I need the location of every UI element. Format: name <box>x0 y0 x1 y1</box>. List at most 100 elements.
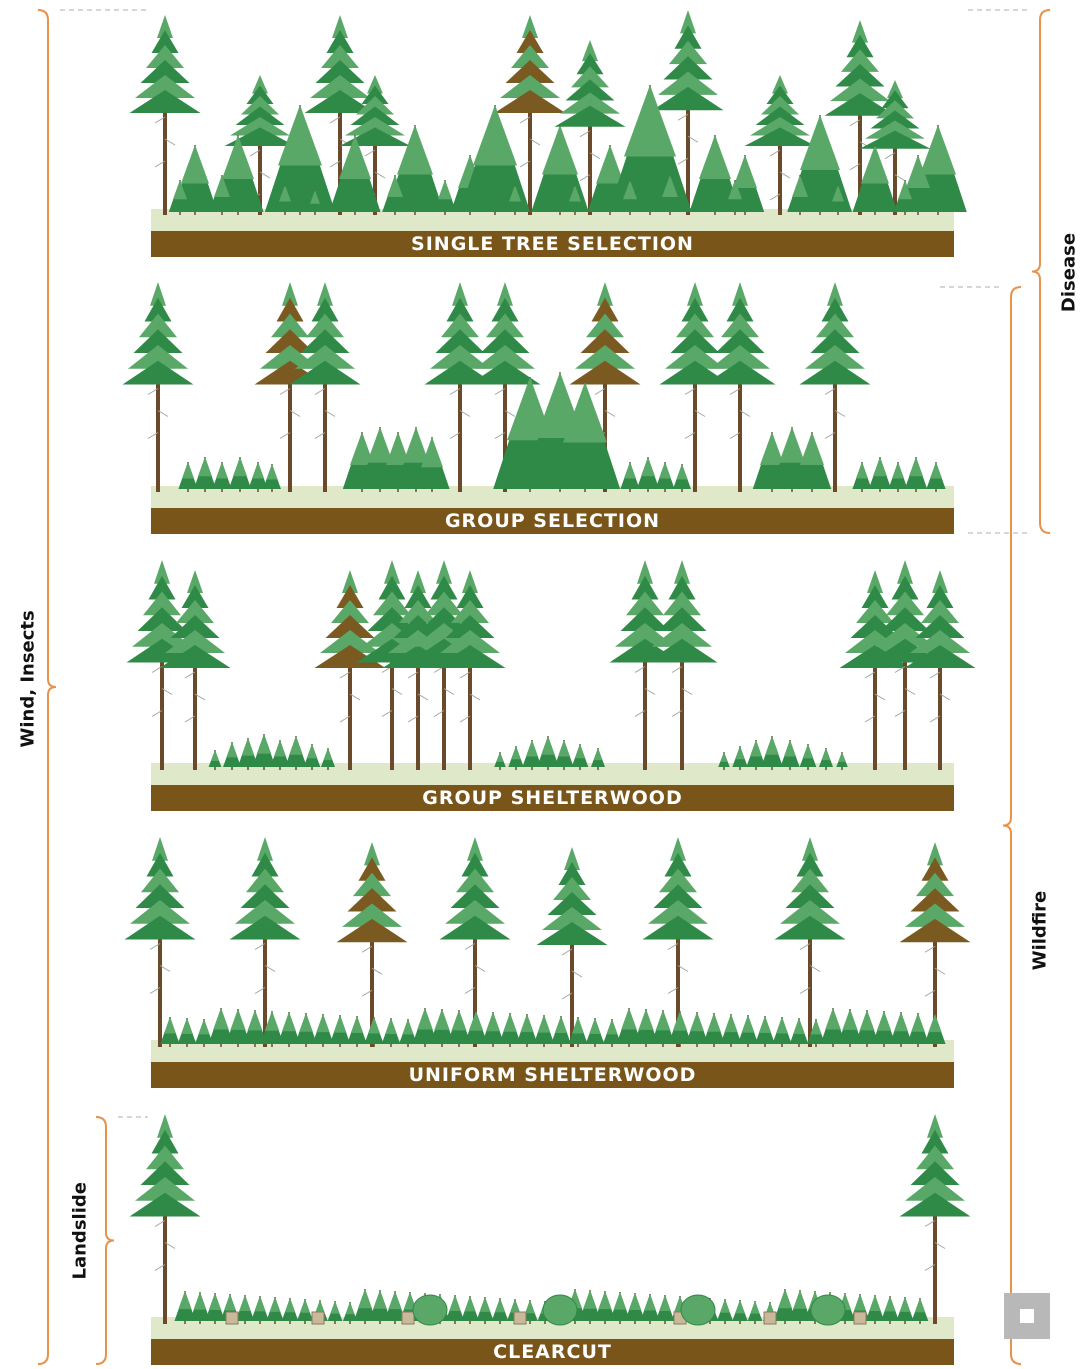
sapling <box>720 1014 741 1047</box>
sapling <box>905 457 927 492</box>
sapling <box>780 740 799 770</box>
sapling <box>926 462 945 492</box>
tree-layer <box>123 10 976 1325</box>
stump <box>854 1312 866 1324</box>
panel-label-group-shelterwood: GROUP SHELTERWOOD <box>151 785 954 811</box>
sapling <box>591 748 605 770</box>
tall-tree <box>643 837 714 1047</box>
sapling <box>554 740 573 770</box>
sapling <box>800 744 817 770</box>
sapling <box>212 462 231 492</box>
sapling <box>732 1300 747 1324</box>
sapling <box>263 464 281 492</box>
sapling <box>761 736 783 770</box>
tall-tree <box>123 282 194 492</box>
tall-tree <box>130 1114 201 1324</box>
sapling <box>178 1018 197 1047</box>
sapling <box>924 1014 945 1047</box>
sapling <box>572 744 589 770</box>
landslide-bracket <box>96 1117 114 1364</box>
tall-tree <box>660 282 731 492</box>
sapling <box>382 1018 401 1047</box>
sapling <box>321 748 335 770</box>
sapling <box>492 1298 509 1324</box>
sapling <box>508 746 523 770</box>
sapling <box>236 1295 255 1324</box>
sapling <box>328 1301 343 1324</box>
sapling <box>852 462 871 492</box>
sapling <box>476 1297 493 1324</box>
sapling <box>732 746 747 770</box>
sapling <box>330 1015 350 1047</box>
stump <box>226 1312 238 1324</box>
shrub <box>413 1295 447 1325</box>
tall-tree <box>900 1114 971 1324</box>
stump <box>402 1312 414 1324</box>
shrub <box>681 1295 715 1325</box>
sapling <box>772 1017 791 1047</box>
panel-label-clearcut: CLEARCUT <box>151 1339 954 1365</box>
panel-label-single-tree-selection: SINGLE TREE SELECTION <box>151 231 954 257</box>
dead-tree <box>337 842 408 1047</box>
sapling <box>866 1295 885 1324</box>
panel-label-uniform-shelterwood: UNIFORM SHELTERWOOD <box>151 1062 954 1088</box>
sapling <box>888 462 907 492</box>
wildfire-label: Wildfire <box>1030 891 1051 971</box>
sapling <box>790 1018 809 1047</box>
sapling <box>748 1301 763 1324</box>
sapling <box>819 748 833 770</box>
disease-bracket <box>1032 10 1050 533</box>
sapling <box>655 462 674 492</box>
sapling <box>551 1016 571 1047</box>
sapling <box>312 1014 333 1047</box>
sapling <box>251 1296 269 1324</box>
sapling <box>285 736 307 770</box>
sapling <box>620 462 639 492</box>
sapling <box>755 1016 775 1047</box>
landslide-label: Landslide <box>70 1190 91 1280</box>
stump <box>514 1312 526 1324</box>
tall-tree <box>905 570 976 770</box>
shrub <box>543 1295 577 1325</box>
dead-tree <box>315 570 386 770</box>
sapling <box>586 1018 605 1047</box>
tall-tree <box>125 837 196 1047</box>
wind-insects-bracket <box>38 10 56 1364</box>
wildfire-bracket <box>1003 287 1021 1364</box>
sapling <box>717 1299 733 1324</box>
tall-tree <box>290 282 361 492</box>
sapling <box>229 457 251 492</box>
sapling <box>738 1015 758 1047</box>
sapling <box>881 1296 899 1324</box>
sapling <box>194 457 216 492</box>
sapling <box>347 1016 367 1047</box>
sapling <box>656 1295 675 1324</box>
panel-label-group-selection: GROUP SELECTION <box>151 508 954 534</box>
sapling <box>446 1295 465 1324</box>
sapling <box>282 1298 299 1324</box>
sapling <box>329 135 380 215</box>
stump <box>764 1312 776 1324</box>
sapling <box>209 750 222 770</box>
ground-strip <box>151 209 954 231</box>
stop-square-icon <box>1020 1309 1034 1323</box>
tall-tree <box>160 570 231 770</box>
sapling <box>461 1296 479 1324</box>
sapling <box>160 1017 179 1047</box>
tall-tree <box>610 560 681 770</box>
sapling <box>673 464 691 492</box>
sapling <box>364 1017 383 1047</box>
sapling <box>534 1015 554 1047</box>
sapling <box>896 1297 913 1324</box>
sapling <box>304 744 321 770</box>
disease-label: Disease <box>1059 233 1080 313</box>
sapling <box>297 1299 313 1324</box>
shrub <box>811 1295 845 1325</box>
wind-insects-label: Wind, Insects <box>18 628 39 748</box>
sapling <box>516 1014 537 1047</box>
tall-tree <box>647 560 718 770</box>
nav-stop-button[interactable] <box>1004 1293 1050 1339</box>
stump <box>312 1312 324 1324</box>
sapling <box>869 457 891 492</box>
